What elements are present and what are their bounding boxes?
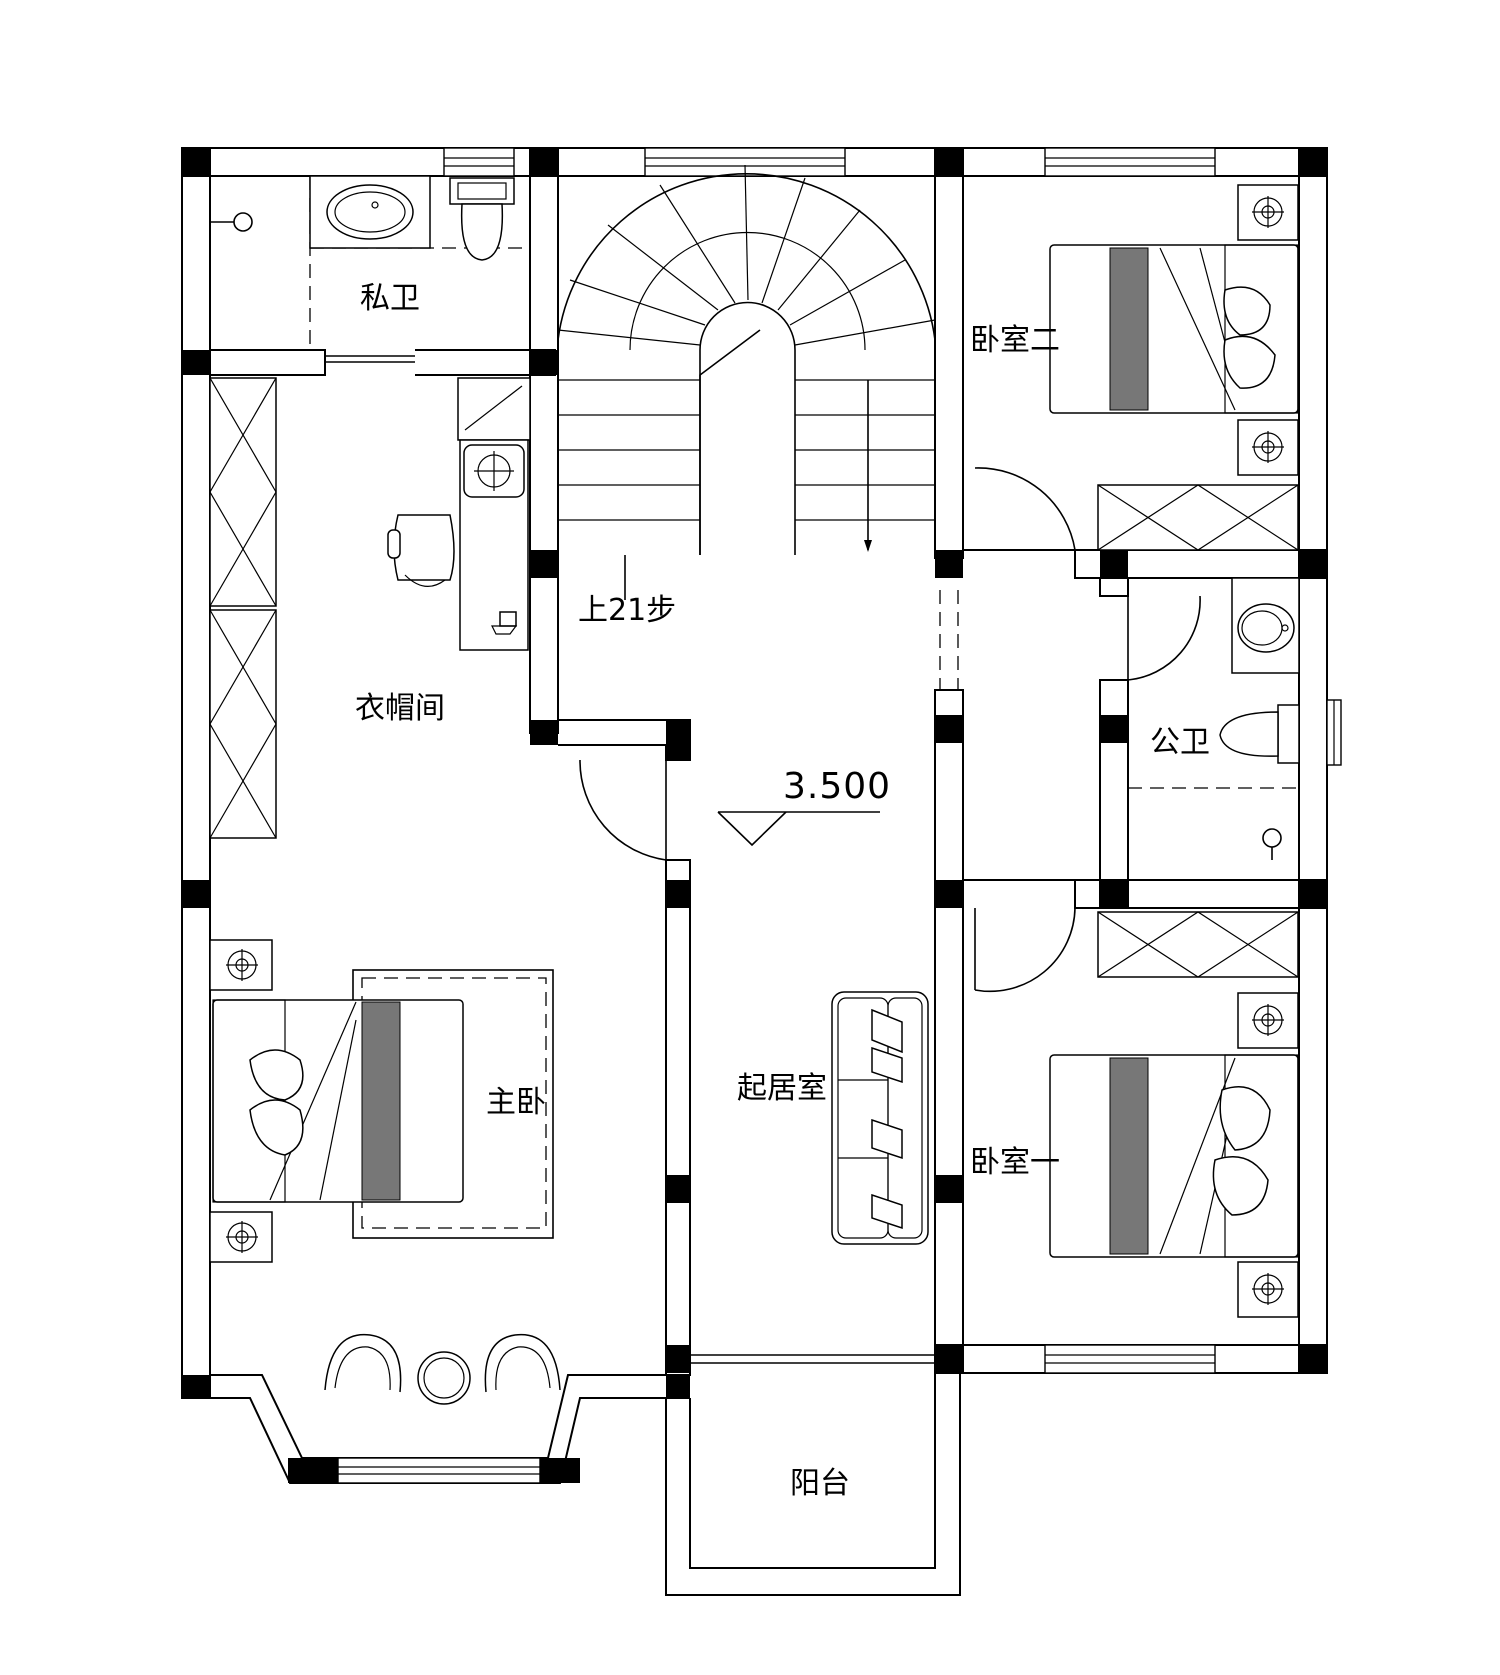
staircase [557, 164, 936, 600]
doors [325, 355, 1201, 1364]
label-master-bedroom: 主卧 [486, 1085, 546, 1120]
label-stair-note: 上21步 [578, 593, 676, 628]
office-chair [387, 514, 455, 587]
windows [337, 147, 1342, 1484]
lounge-set [324, 1333, 561, 1405]
label-balcony: 阳台 [790, 1466, 850, 1501]
public-bath-fixtures [1128, 577, 1300, 860]
label-public-bath: 公卫 [1150, 725, 1210, 760]
level-mark-text: 3.500 [783, 766, 891, 807]
structural-columns [182, 148, 1327, 1483]
label-living-room: 起居室 [737, 1071, 827, 1106]
master-bedroom-furniture [209, 939, 554, 1263]
laptop-icon [491, 611, 518, 635]
bedroom-one-furniture [1049, 911, 1299, 1318]
sofa [831, 991, 929, 1245]
level-marker: 3.500 [717, 766, 891, 847]
private-bath-fixtures [210, 175, 530, 350]
closet-fixtures [209, 377, 531, 839]
label-private-bath: 私卫 [360, 281, 420, 316]
bedroom-two-furniture [1049, 184, 1299, 551]
label-bedroom-two: 卧室二 [970, 323, 1060, 358]
room-labels: 私卫 衣帽间 上21步 主卧 起居室 卧室二 公卫 卧室一 阳台 [355, 281, 1210, 1501]
label-closet: 衣帽间 [355, 691, 445, 726]
label-bedroom-one: 卧室一 [970, 1145, 1060, 1180]
stair-treads [557, 164, 936, 521]
